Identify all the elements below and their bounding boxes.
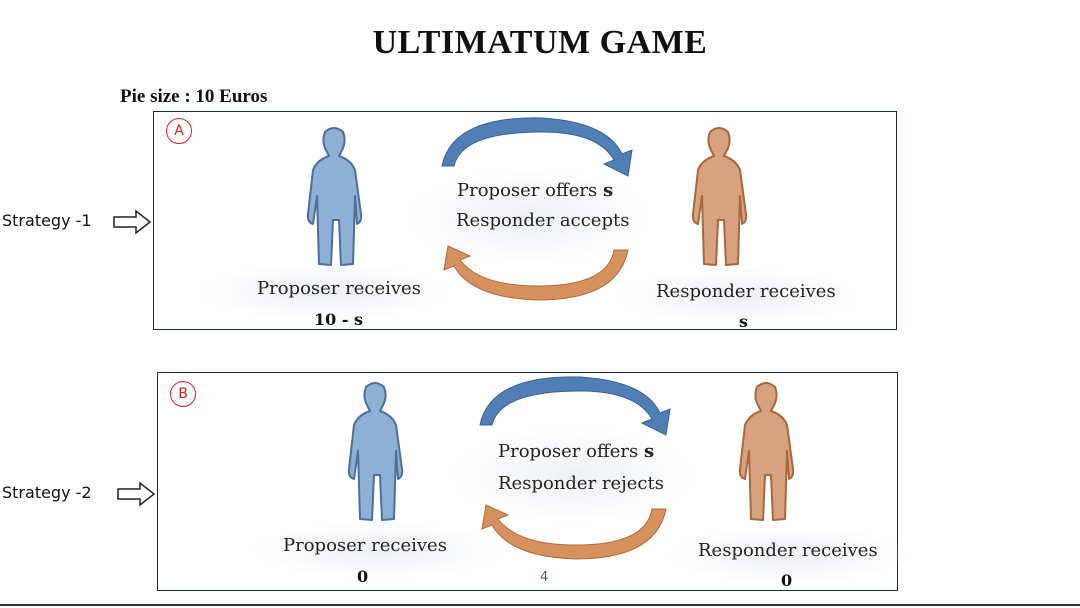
proposer-figure-icon (306, 127, 363, 266)
offer-line: Proposer offers s (498, 441, 654, 462)
responder-figure-icon (738, 382, 795, 521)
response-text: Responder rejects (498, 473, 664, 494)
strategy-2-text: Strategy -2 (2, 483, 92, 502)
proposer-value: 10 - s (314, 310, 364, 329)
responder-receives-label: Responder receives (698, 540, 878, 561)
offer-variable: s (643, 441, 655, 462)
proposer-glow (248, 521, 508, 581)
page-number: 4 (540, 570, 549, 585)
panel-badge: B (170, 381, 196, 407)
proposer-glow (194, 262, 454, 322)
strategy-2-panel: B Proposer offers s Responder rejects Pr… (157, 372, 913, 591)
responder-glow (663, 525, 913, 585)
proposer-receives-label: Proposer receives (283, 535, 447, 556)
center-glow (404, 167, 654, 267)
bottom-divider (0, 604, 1080, 606)
responder-figure-icon (691, 127, 748, 266)
exchange-arrows-icon (479, 376, 671, 560)
responder-value: 0 (781, 571, 793, 590)
offer-variable: s (602, 180, 614, 201)
proposer-figure-icon (347, 382, 404, 521)
responder-receives-label: Responder receives (656, 281, 836, 302)
exchange-arrows-icon (441, 117, 633, 301)
offer-text: Proposer offers (457, 180, 598, 201)
responder-value: s (739, 312, 749, 331)
responder-glow (614, 267, 864, 327)
right-arrow-icon (117, 481, 156, 507)
pie-size-label: Pie size : 10 Euros (120, 86, 268, 107)
proposer-receives-label: Proposer receives (257, 278, 421, 299)
right-arrow-icon (113, 209, 152, 235)
page-title: ULTIMATUM GAME (372, 24, 708, 61)
offer-text: Proposer offers (498, 441, 639, 462)
panel-badge: A (166, 118, 192, 144)
response-text: Responder accepts (456, 210, 630, 231)
offer-line: Proposer offers s (457, 180, 613, 201)
strategy-1-panel: A Proposer offers s Responder accepts Pr… (153, 111, 897, 331)
strategy-1-text: Strategy -1 (2, 211, 92, 230)
proposer-value: 0 (357, 567, 369, 586)
